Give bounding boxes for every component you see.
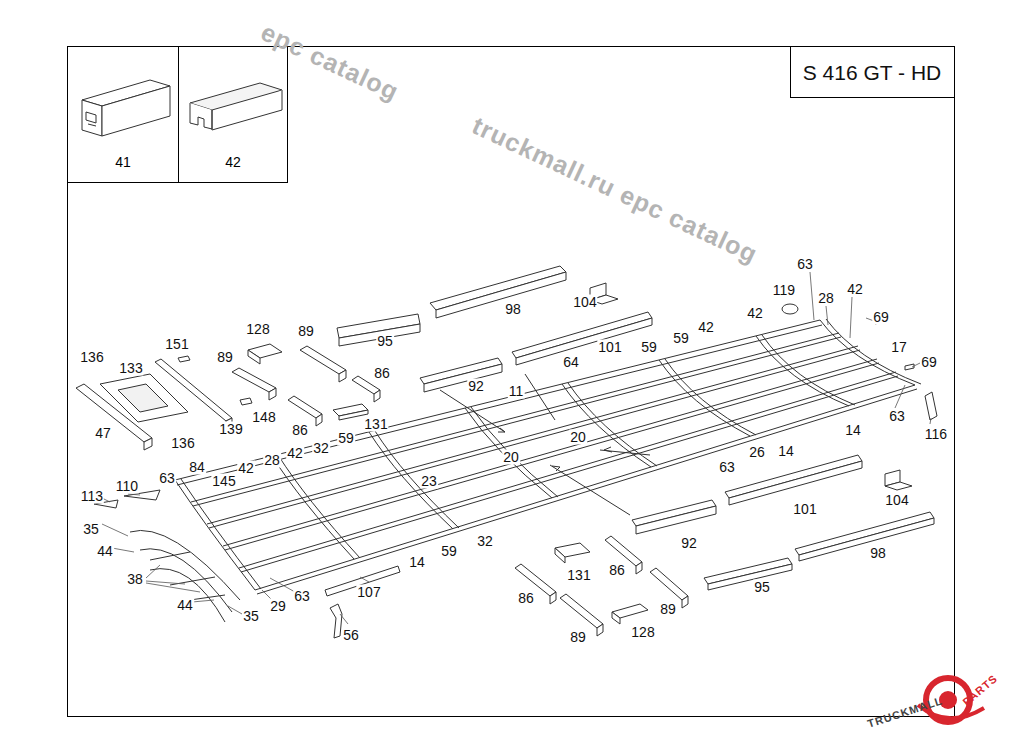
callout-number: 95 — [753, 580, 771, 595]
watermark: truckmall.ru epc catalog — [468, 111, 763, 269]
callout-number: 89 — [569, 630, 587, 645]
callout-number: 47 — [94, 426, 112, 441]
callout-number: 113 — [80, 489, 104, 504]
callout-number: 89 — [297, 324, 315, 339]
part-number: 42 — [179, 154, 287, 170]
part-number: 41 — [68, 154, 178, 170]
callout-number: 95 — [376, 334, 394, 349]
callout-number: 14 — [844, 423, 862, 438]
callout-number: 32 — [312, 441, 330, 456]
callout-number: 44 — [96, 544, 114, 559]
callout-number: 148 — [251, 410, 276, 425]
callout-number: 86 — [291, 423, 309, 438]
callout-number: 42 — [746, 306, 764, 321]
callout-number: 101 — [792, 502, 817, 517]
callout-number: 63 — [796, 257, 814, 272]
leader-line — [102, 272, 931, 624]
callout-number: 69 — [872, 310, 890, 325]
callout-number: 59 — [337, 431, 355, 446]
callout-number: 92 — [467, 379, 485, 394]
callout-number: 42 — [237, 461, 255, 476]
callout-number: 38 — [126, 572, 144, 587]
callout-number: 86 — [517, 591, 535, 606]
callout-number: 92 — [680, 536, 698, 551]
roof-frame — [130, 319, 921, 622]
inset-cell: 42 — [178, 46, 288, 183]
callout-number: 145 — [211, 474, 236, 489]
callout-number: 128 — [245, 322, 270, 337]
callout-number: 139 — [218, 422, 243, 437]
callout-number: 151 — [164, 337, 189, 352]
callout-number: 42 — [697, 320, 715, 335]
callout-number: 14 — [777, 444, 795, 459]
callout-number: 35 — [242, 609, 260, 624]
callout-number: 116 — [924, 427, 948, 442]
callout-number: 20 — [502, 450, 520, 465]
profile-sketch — [82, 80, 282, 136]
callout-number: 133 — [118, 361, 143, 376]
callout-number: 89 — [216, 350, 234, 365]
callout-number: 32 — [476, 534, 494, 549]
callout-number: 59 — [440, 544, 458, 559]
callout-number: 107 — [356, 585, 381, 600]
callout-number: 89 — [659, 602, 677, 617]
callout-number: 23 — [420, 474, 438, 489]
callout-number: 63 — [158, 471, 176, 486]
callout-number: 26 — [748, 445, 766, 460]
callout-number: 63 — [888, 409, 906, 424]
callout-number: 42 — [286, 446, 304, 461]
callout-number: 69 — [920, 355, 938, 370]
callout-number: 59 — [672, 331, 690, 346]
callout-number: 14 — [408, 555, 426, 570]
callout-number: 28 — [263, 453, 281, 468]
callout-number: 29 — [269, 599, 287, 614]
title-box — [791, 47, 955, 98]
callout-number: 136 — [170, 436, 195, 451]
inset-cell: 41 — [67, 46, 179, 183]
callout-number: 131 — [566, 568, 591, 583]
callout-number: 131 — [363, 417, 388, 432]
callout-number: 104 — [884, 493, 909, 508]
callout-number: 119 — [772, 283, 796, 298]
callout-number: 64 — [562, 355, 580, 370]
callout-number: 20 — [569, 430, 587, 445]
callout-number: 17 — [890, 340, 908, 355]
callout-number: 56 — [342, 628, 360, 643]
callout-number: 98 — [504, 302, 522, 317]
callout-number: 63 — [293, 589, 311, 604]
callout-number: 59 — [640, 340, 658, 355]
callout-number: 86 — [373, 366, 391, 381]
callout-number: 104 — [572, 295, 597, 310]
callout-number: 84 — [188, 460, 206, 475]
callout-number: 101 — [597, 340, 622, 355]
loose-parts — [76, 266, 937, 638]
callout-number: 86 — [608, 563, 626, 578]
callout-number: 28 — [817, 291, 835, 306]
callout-number: 44 — [176, 598, 194, 613]
callout-number: 42 — [846, 282, 864, 297]
callout-number: 11 — [508, 384, 525, 399]
callout-number: 110 — [115, 479, 139, 494]
callout-number: 63 — [718, 460, 736, 475]
callout-number: 35 — [82, 522, 100, 537]
title-text: S 416 GT - HD — [803, 61, 942, 85]
callout-number: 128 — [630, 625, 655, 640]
callout-number: 98 — [869, 546, 887, 561]
callout-number: 136 — [79, 350, 104, 365]
drawing-frame — [68, 47, 955, 717]
